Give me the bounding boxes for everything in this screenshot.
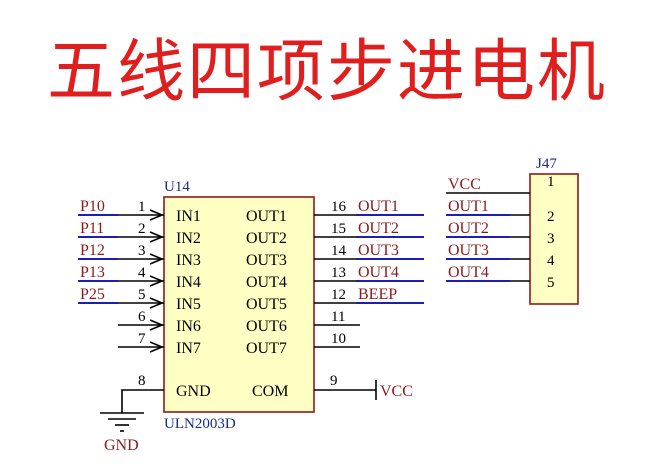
output-pin-16[interactable]: OUT1 16 OUT1 bbox=[246, 198, 424, 225]
j47-pin-1[interactable]: VCC 1 bbox=[446, 174, 555, 194]
input-net-4: P13 bbox=[80, 264, 105, 281]
output-pin-num-10: 10 bbox=[331, 331, 346, 347]
j47-pin-num-4: 4 bbox=[547, 253, 555, 269]
output-net-15: OUT2 bbox=[358, 220, 399, 237]
input-pin-3[interactable]: P12 3 IN3 bbox=[78, 242, 201, 269]
page-title: 五线四项步进电机 bbox=[46, 33, 607, 112]
output-pin-14[interactable]: OUT3 14 OUT3 bbox=[246, 242, 424, 269]
j47-net-2: OUT1 bbox=[448, 198, 489, 215]
input-net-2: P11 bbox=[80, 220, 104, 237]
ground-net-label: GND bbox=[104, 437, 139, 454]
u14-body[interactable] bbox=[163, 196, 315, 413]
output-net-16: OUT1 bbox=[358, 198, 399, 215]
j47-net-3: OUT2 bbox=[448, 220, 489, 237]
j47-body[interactable] bbox=[529, 173, 579, 305]
u14-ref: U14 bbox=[164, 179, 190, 195]
input-func-6: IN6 bbox=[176, 318, 201, 335]
input-func-7: IN7 bbox=[176, 340, 201, 357]
gnd-pin-num: 8 bbox=[138, 373, 146, 389]
output-pin-num-15: 15 bbox=[331, 221, 346, 237]
output-func-1: OUT1 bbox=[246, 208, 287, 225]
output-pin-num-12: 12 bbox=[331, 287, 346, 303]
output-pin-11[interactable]: OUT6 11 bbox=[246, 309, 360, 335]
gnd-pin-8[interactable]: 8 GND bbox=[121, 373, 211, 413]
output-net-12: BEEP bbox=[358, 286, 397, 303]
gnd-func: GND bbox=[176, 383, 211, 400]
output-pin-num-11: 11 bbox=[331, 309, 345, 325]
input-pin-num-3: 3 bbox=[138, 243, 146, 259]
output-pin-15[interactable]: OUT2 15 OUT2 bbox=[246, 220, 424, 247]
input-net-5: P25 bbox=[80, 286, 105, 303]
input-pin-num-6: 6 bbox=[138, 309, 146, 325]
j47-pin-num-1: 1 bbox=[547, 174, 555, 190]
input-pin-4[interactable]: P13 4 IN4 bbox=[78, 264, 201, 291]
output-pin-10[interactable]: OUT7 10 bbox=[246, 331, 360, 357]
input-func-1: IN1 bbox=[176, 208, 201, 225]
input-pin-num-2: 2 bbox=[138, 221, 146, 237]
input-pin-5[interactable]: P25 5 IN5 bbox=[78, 286, 201, 313]
output-func-4: OUT4 bbox=[246, 274, 287, 291]
output-func-3: OUT3 bbox=[246, 252, 287, 269]
output-pin-num-16: 16 bbox=[331, 199, 347, 215]
output-func-7: OUT7 bbox=[246, 340, 287, 357]
output-pin-num-14: 14 bbox=[331, 243, 347, 259]
input-pin-num-5: 5 bbox=[138, 287, 146, 303]
com-pin-num: 9 bbox=[330, 373, 338, 389]
output-func-6: OUT6 bbox=[246, 318, 287, 335]
j47-pin-3[interactable]: OUT2 3 bbox=[446, 220, 555, 247]
j47-net-5: OUT4 bbox=[448, 264, 489, 281]
input-net-3: P12 bbox=[80, 242, 105, 259]
input-pin-2[interactable]: P11 2 IN2 bbox=[78, 220, 201, 247]
input-func-5: IN5 bbox=[176, 296, 201, 313]
com-pin-9[interactable]: COM 9 VCC bbox=[252, 373, 413, 400]
input-pin-num-7: 7 bbox=[138, 331, 146, 347]
output-pin-13[interactable]: OUT4 13 OUT4 bbox=[246, 264, 424, 291]
input-pin-num-1: 1 bbox=[138, 199, 146, 215]
output-func-5: OUT5 bbox=[246, 296, 287, 313]
input-pin-num-4: 4 bbox=[138, 265, 146, 281]
j47-pin-num-3: 3 bbox=[547, 231, 555, 247]
output-func-2: OUT2 bbox=[246, 230, 287, 247]
input-pin-7[interactable]: 7 IN7 bbox=[118, 331, 201, 357]
input-net-1: P10 bbox=[80, 198, 105, 215]
j47-net-4: OUT3 bbox=[448, 242, 489, 259]
j47-pin-4[interactable]: OUT3 4 bbox=[446, 242, 555, 269]
j47-pin-num-5: 5 bbox=[547, 275, 555, 291]
output-pin-num-13: 13 bbox=[331, 265, 346, 281]
input-func-4: IN4 bbox=[176, 274, 201, 291]
input-func-3: IN3 bbox=[176, 252, 201, 269]
com-net-label: VCC bbox=[380, 383, 413, 400]
output-net-14: OUT3 bbox=[358, 242, 399, 259]
j47-pin-num-2: 2 bbox=[547, 209, 555, 225]
input-pin-1[interactable]: P10 1 IN1 bbox=[78, 198, 201, 225]
input-pin-6[interactable]: 6 IN6 bbox=[118, 309, 201, 335]
j47-ref: J47 bbox=[536, 156, 557, 172]
output-pin-12[interactable]: OUT5 12 BEEP bbox=[246, 286, 424, 313]
output-net-13: OUT4 bbox=[358, 264, 399, 281]
j47-pin-5[interactable]: OUT4 5 bbox=[446, 264, 555, 291]
j47-pin-2[interactable]: OUT1 2 bbox=[446, 198, 555, 225]
u14-part: ULN2003D bbox=[164, 416, 236, 432]
input-func-2: IN2 bbox=[176, 230, 201, 247]
ground-icon bbox=[100, 412, 144, 432]
com-func: COM bbox=[252, 383, 288, 400]
j47-net-1: VCC bbox=[448, 176, 481, 193]
